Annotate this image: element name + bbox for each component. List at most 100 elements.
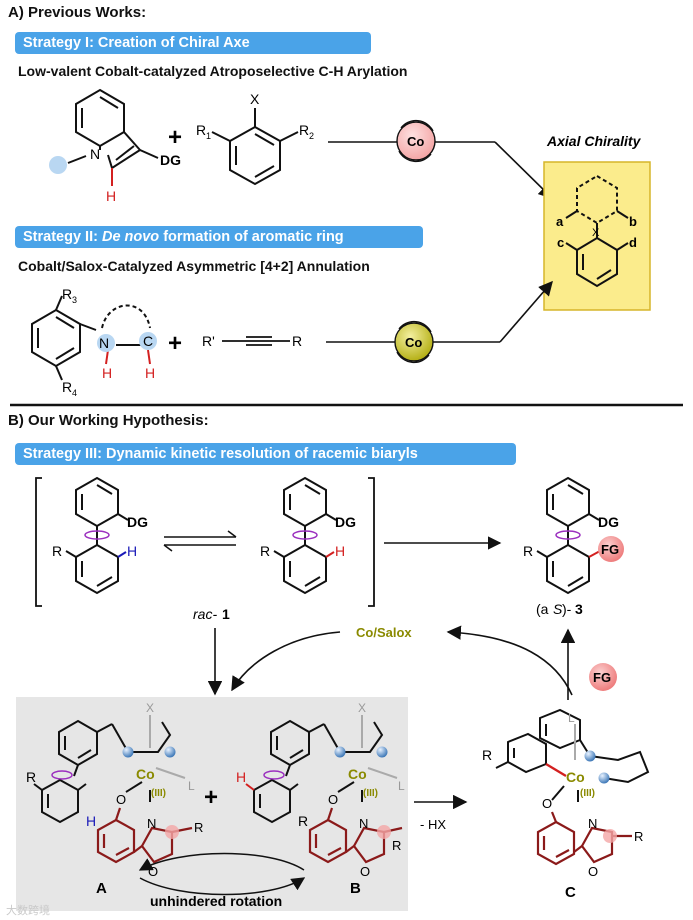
axial-d: d xyxy=(629,235,637,250)
product-biaryl-structure xyxy=(536,476,601,595)
svg-text:(III): (III) xyxy=(580,788,595,799)
fg-product-ball xyxy=(598,536,624,562)
svg-text:R: R xyxy=(298,813,308,829)
arrow-to-axial-1 xyxy=(494,141,554,200)
label-C: C xyxy=(565,884,576,901)
svg-text:X: X xyxy=(358,701,366,715)
biaryl-2-structure xyxy=(273,476,337,595)
axial-biaryl-structure xyxy=(565,174,629,288)
watermark: 大数跨境 xyxy=(6,903,50,917)
axial-chirality-title: Axial Chirality xyxy=(546,133,642,149)
svg-text:Co: Co xyxy=(136,766,155,782)
svg-text:O: O xyxy=(148,864,158,879)
svg-text:(a: (a xyxy=(536,601,549,617)
svg-text:R: R xyxy=(523,543,533,559)
section-a-title: A) Previous Works: xyxy=(8,4,147,21)
svg-text:L: L xyxy=(188,779,195,793)
R4-label: R xyxy=(62,379,72,395)
aryl-X: X xyxy=(250,91,260,107)
axial-b: b xyxy=(629,214,637,229)
fg-reagent-ball xyxy=(589,663,617,691)
strategy-1-subtitle: Low-valent Cobalt-catalyzed Atroposelect… xyxy=(18,63,408,79)
aniline-structure xyxy=(31,295,151,381)
svg-text:3: 3 xyxy=(72,295,77,305)
svg-text:H: H xyxy=(102,365,112,381)
svg-text:O: O xyxy=(116,792,126,807)
svg-text:rac-: rac- xyxy=(193,606,217,622)
co-catalyst-label-2: Co xyxy=(405,335,422,350)
indole-H: H xyxy=(106,188,116,204)
svg-text:R: R xyxy=(260,543,270,559)
label-B: B xyxy=(350,880,361,897)
svg-text:Co: Co xyxy=(566,769,585,785)
aryl-R1: R xyxy=(196,122,206,138)
strategy-1-pill: Strategy I: Creation of Chiral Axe xyxy=(15,32,371,54)
svg-text:DG: DG xyxy=(598,514,619,530)
svg-text:Co: Co xyxy=(348,766,367,782)
svg-text:H: H xyxy=(127,543,137,559)
intermediate-b xyxy=(245,715,398,824)
svg-text:(III): (III) xyxy=(363,788,378,799)
indole-structure xyxy=(67,88,159,186)
svg-text:R: R xyxy=(634,829,643,844)
svg-text:N: N xyxy=(147,816,156,831)
svg-text:S: S xyxy=(553,601,563,617)
svg-text:FG: FG xyxy=(601,542,619,557)
biaryl-1-structure xyxy=(65,476,129,595)
svg-text:O: O xyxy=(328,792,338,807)
intermediate-ab-box xyxy=(16,697,408,911)
aryl-R2-sub: 2 xyxy=(309,131,314,141)
co-catalyst-label-1: Co xyxy=(407,134,424,149)
svg-text:R: R xyxy=(26,769,36,785)
svg-text:H: H xyxy=(335,543,345,559)
svg-text:R': R' xyxy=(202,333,215,349)
svg-text:H: H xyxy=(236,769,246,785)
svg-text:L: L xyxy=(398,779,405,793)
arrow-to-axial-2 xyxy=(499,280,553,343)
svg-text:R: R xyxy=(392,838,401,853)
axial-X: X xyxy=(592,227,600,239)
svg-text:R: R xyxy=(194,820,203,835)
co-salox-label: Co/Salox xyxy=(356,625,412,640)
strategy-2-pill: Strategy II: De novo formation of aromat… xyxy=(15,226,423,248)
svg-text:O: O xyxy=(542,796,552,811)
aryl-R1-sub: 1 xyxy=(206,131,211,141)
directing-group-blob xyxy=(49,156,67,174)
aryl-R2: R xyxy=(299,122,309,138)
aryl-halide-structure xyxy=(211,108,299,186)
axial-a: a xyxy=(556,214,564,229)
svg-text:FG: FG xyxy=(593,670,611,685)
section-b-title: B) Our Working Hypothesis: xyxy=(8,412,209,429)
axial-c: c xyxy=(557,235,564,250)
svg-text:R: R xyxy=(292,333,302,349)
alkyne-structure xyxy=(222,336,290,346)
svg-text:+: + xyxy=(204,784,218,811)
svg-text:O: O xyxy=(588,864,598,879)
co-catalyst-icon-2 xyxy=(394,322,434,362)
plus-sign-2: + xyxy=(168,330,182,357)
label-A: A xyxy=(96,880,107,897)
svg-text:DG: DG xyxy=(127,514,148,530)
strategy-2-subtitle: Cobalt/Salox-Catalyzed Asymmetric [4+2] … xyxy=(18,258,370,274)
svg-text:H: H xyxy=(86,813,96,829)
indole-DG: DG xyxy=(160,152,181,168)
svg-text:X: X xyxy=(146,701,154,715)
svg-text:(III): (III) xyxy=(151,788,166,799)
svg-text:O: O xyxy=(360,864,370,879)
svg-text:DG: DG xyxy=(335,514,356,530)
aniline-C: C xyxy=(143,333,153,349)
svg-text:R: R xyxy=(52,543,62,559)
indole-N: N xyxy=(90,146,100,162)
co-catalyst-icon-1 xyxy=(396,121,436,161)
svg-text:H: H xyxy=(145,365,155,381)
svg-text:)-: )- xyxy=(562,601,572,617)
unhindered-rotation-label: unhindered rotation xyxy=(150,893,282,909)
svg-text:N: N xyxy=(588,816,597,831)
plus-sign-1: + xyxy=(168,124,182,151)
svg-text:1: 1 xyxy=(222,606,230,622)
strategy-3-pill: Strategy III: Dynamic kinetic resolution… xyxy=(15,443,516,465)
svg-text:L: L xyxy=(568,711,575,725)
svg-text:R: R xyxy=(482,747,492,763)
R3-label: R xyxy=(62,286,72,302)
